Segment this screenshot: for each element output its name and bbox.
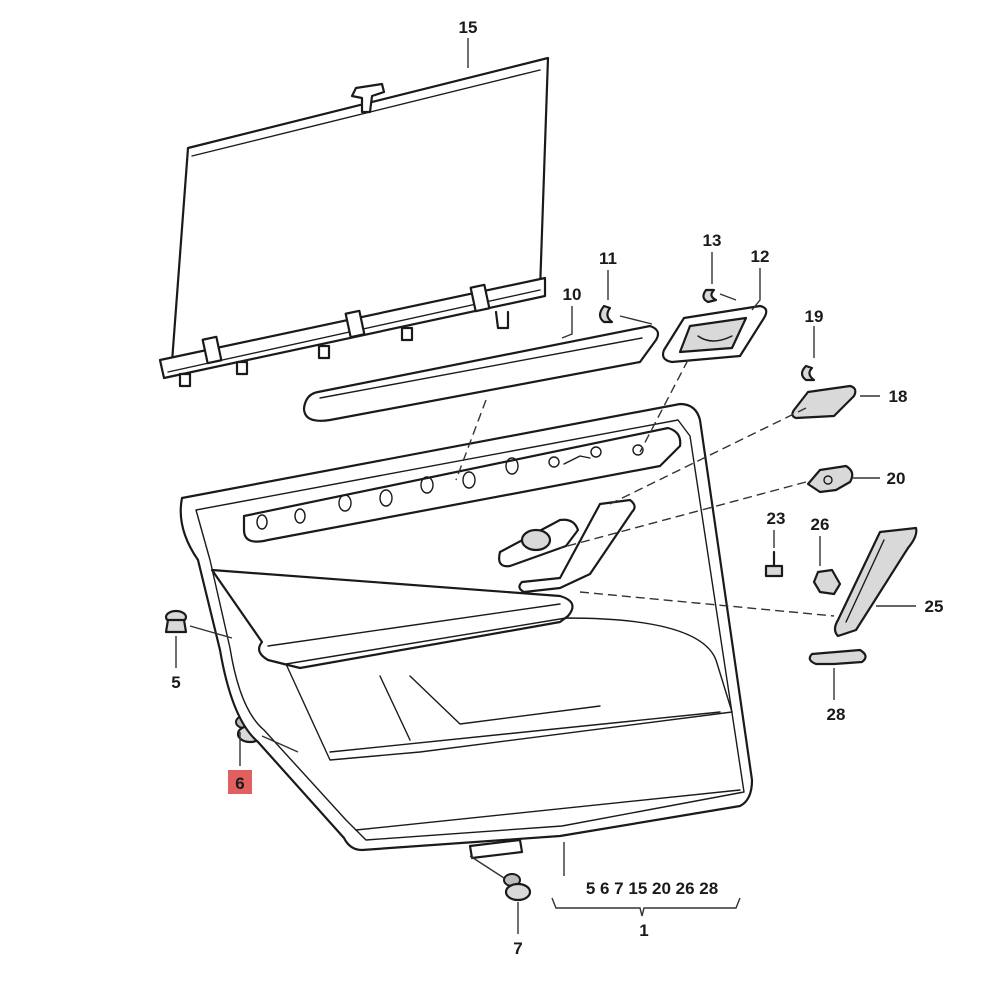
part-12-handle-bezel [661,304,768,364]
part-10-trim-strip [302,324,660,422]
leader-lines [175,38,916,934]
part-5-clip [164,609,188,634]
callout-25: 25 [925,597,944,616]
callout-1: 1 [639,921,648,940]
callout-12: 12 [751,247,770,266]
callout-7: 7 [513,939,522,958]
part-20-bracket [806,464,854,494]
callouts: 15 11 13 12 10 19 18 20 23 26 25 28 5 6 … [171,18,943,958]
part-19-clip [800,364,816,382]
callout-13: 13 [703,231,722,250]
callout-6: 6 [235,774,244,793]
callout-23: 23 [767,509,786,528]
callout-15: 15 [459,18,478,37]
part-1-door-panel [179,402,754,860]
callout-11: 11 [599,249,617,268]
part-26-clip [812,568,842,596]
part-11-clip [598,304,614,324]
highlight-box-6 [228,770,252,794]
part-13-clip [702,288,718,304]
group-bracket [551,897,741,917]
part-15-sunshade [158,56,550,388]
part-28-bracket [808,648,867,666]
callout-26: 26 [811,515,830,534]
callout-5: 5 [171,673,180,692]
callout-19: 19 [805,307,824,326]
part-23-screw [764,550,784,578]
part-7-clip [503,873,532,902]
group-label: 5 6 7 15 20 26 28 [586,879,718,898]
callout-10: 10 [563,285,582,304]
callout-20: 20 [887,469,906,488]
part-18-cover [791,384,857,420]
part-25-trim-piece [833,526,918,638]
callout-28: 28 [827,705,846,724]
callout-18: 18 [889,387,908,406]
